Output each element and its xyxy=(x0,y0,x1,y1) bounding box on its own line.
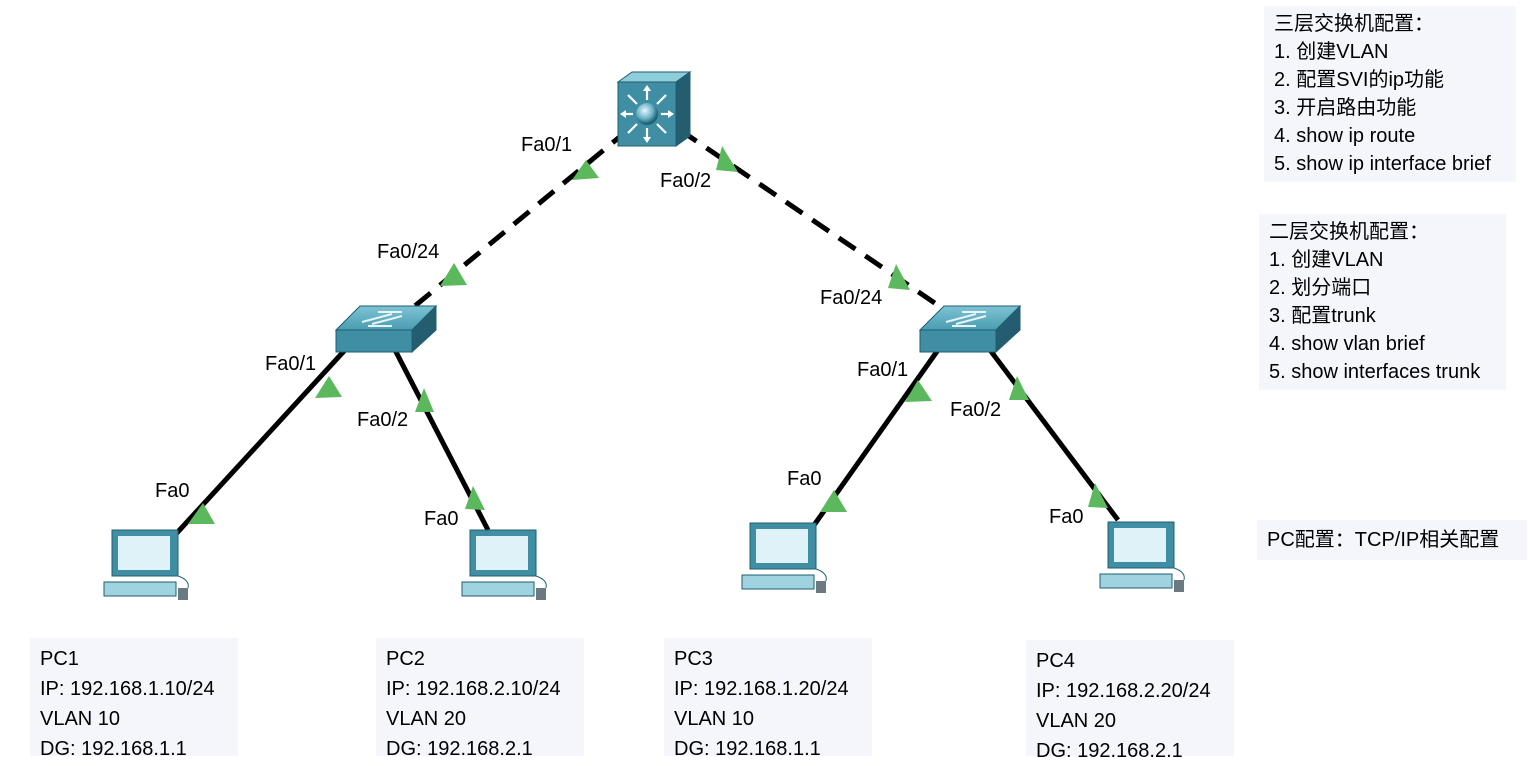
pc-vlan: VLAN 20 xyxy=(386,708,467,730)
port-label-pc4-fa0: Fa0 xyxy=(1049,506,1083,528)
pc-gateway: DG: 192.168.2.1 xyxy=(386,738,533,760)
port-label-pc3-fa0: Fa0 xyxy=(787,468,821,490)
l3-config-title: 三层交换机配置： xyxy=(1274,13,1434,35)
multilayer-switch-icon[interactable] xyxy=(616,71,692,147)
port-label-sw1-fa02: Fa0/2 xyxy=(357,409,408,431)
l2-config-note: 二层交换机配置： 1. 创建VLAN 2. 划分端口 3. 配置trunk 4.… xyxy=(1259,214,1506,390)
pc-vlan: VLAN 10 xyxy=(40,708,121,730)
pc-ip: IP: 192.168.1.10/24 xyxy=(40,678,215,700)
status-up-icon xyxy=(465,486,485,510)
l2-config-step: 5. show interfaces trunk xyxy=(1269,361,1481,383)
pc3-info: PC3 IP: 192.168.1.20/24 VLAN 10 DG: 192.… xyxy=(664,638,872,760)
pc1-info: PC1 IP: 192.168.1.10/24 VLAN 10 DG: 192.… xyxy=(30,638,238,760)
status-up-icon xyxy=(905,380,932,402)
port-label-sw1-fa01: Fa0/1 xyxy=(265,353,316,375)
port-label-sw2-fa01: Fa0/1 xyxy=(857,359,908,381)
pc-gateway: DG: 192.168.1.1 xyxy=(674,738,821,760)
status-up-icon xyxy=(188,503,215,524)
pc-name: PC1 xyxy=(40,648,79,670)
pc-ip: IP: 192.168.2.10/24 xyxy=(386,678,561,700)
pc-gateway: DG: 192.168.1.1 xyxy=(40,738,187,760)
status-up-icon xyxy=(572,160,599,180)
pc4-info: PC4 IP: 192.168.2.20/24 VLAN 20 DG: 192.… xyxy=(1026,640,1234,762)
l2-config-title: 二层交换机配置： xyxy=(1269,221,1429,243)
status-up-icon xyxy=(716,146,738,172)
pc-ip: IP: 192.168.1.20/24 xyxy=(674,678,849,700)
port-label-pc1-fa0: Fa0 xyxy=(155,480,189,502)
pc2-info: PC2 IP: 192.168.2.10/24 VLAN 20 DG: 192.… xyxy=(376,638,584,760)
port-label-sw2-fa024: Fa0/24 xyxy=(820,287,882,309)
l3-config-step: 4. show ip route xyxy=(1274,125,1416,147)
switch-icon[interactable] xyxy=(334,304,438,354)
switch-icon[interactable] xyxy=(918,304,1022,354)
status-up-icon xyxy=(820,490,847,512)
pc-ip: IP: 192.168.2.20/24 xyxy=(1036,680,1211,702)
l2-config-step: 3. 配置trunk xyxy=(1269,305,1376,327)
pc-gateway: DG: 192.168.2.1 xyxy=(1036,740,1183,762)
pc-icon[interactable] xyxy=(103,529,189,600)
pc-icon[interactable] xyxy=(741,522,827,593)
l3-config-note: 三层交换机配置： 1. 创建VLAN 2. 配置SVI的ip功能 3. 开启路由… xyxy=(1264,6,1516,182)
pc-vlan: VLAN 20 xyxy=(1036,710,1117,732)
status-up-icon xyxy=(315,376,342,398)
port-label-sw2-fa02: Fa0/2 xyxy=(950,399,1001,421)
port-label-core-fa01: Fa0/1 xyxy=(521,134,572,156)
pc-config-text: PC配置：TCP/IP相关配置 xyxy=(1267,529,1500,551)
l2-config-step: 2. 划分端口 xyxy=(1269,277,1372,299)
l2-config-step: 4. show vlan brief xyxy=(1269,333,1425,355)
l3-config-step: 1. 创建VLAN xyxy=(1274,41,1389,63)
link-status-indicators xyxy=(188,146,1108,524)
port-label-sw1-fa024: Fa0/24 xyxy=(377,241,439,263)
pc-name: PC2 xyxy=(386,648,425,670)
pc-icon[interactable] xyxy=(1099,521,1185,592)
pc-config-note: PC配置：TCP/IP相关配置 xyxy=(1257,520,1527,560)
status-up-icon xyxy=(415,388,434,412)
l3-config-step: 3. 开启路由功能 xyxy=(1274,97,1417,119)
status-up-icon xyxy=(888,264,910,290)
status-up-icon xyxy=(1088,483,1108,508)
pc-name: PC4 xyxy=(1036,650,1075,672)
pc-vlan: VLAN 10 xyxy=(674,708,755,730)
l3-config-step: 2. 配置SVI的ip功能 xyxy=(1274,69,1445,91)
pc-name: PC3 xyxy=(674,648,713,670)
status-up-icon xyxy=(1009,376,1029,400)
pc-icon[interactable] xyxy=(461,529,547,600)
l3-config-step: 5. show ip interface brief xyxy=(1274,153,1491,175)
l2-config-step: 1. 创建VLAN xyxy=(1269,249,1384,271)
port-label-pc2-fa0: Fa0 xyxy=(424,508,458,530)
status-up-icon xyxy=(440,263,467,286)
port-label-core-fa02: Fa0/2 xyxy=(660,170,711,192)
